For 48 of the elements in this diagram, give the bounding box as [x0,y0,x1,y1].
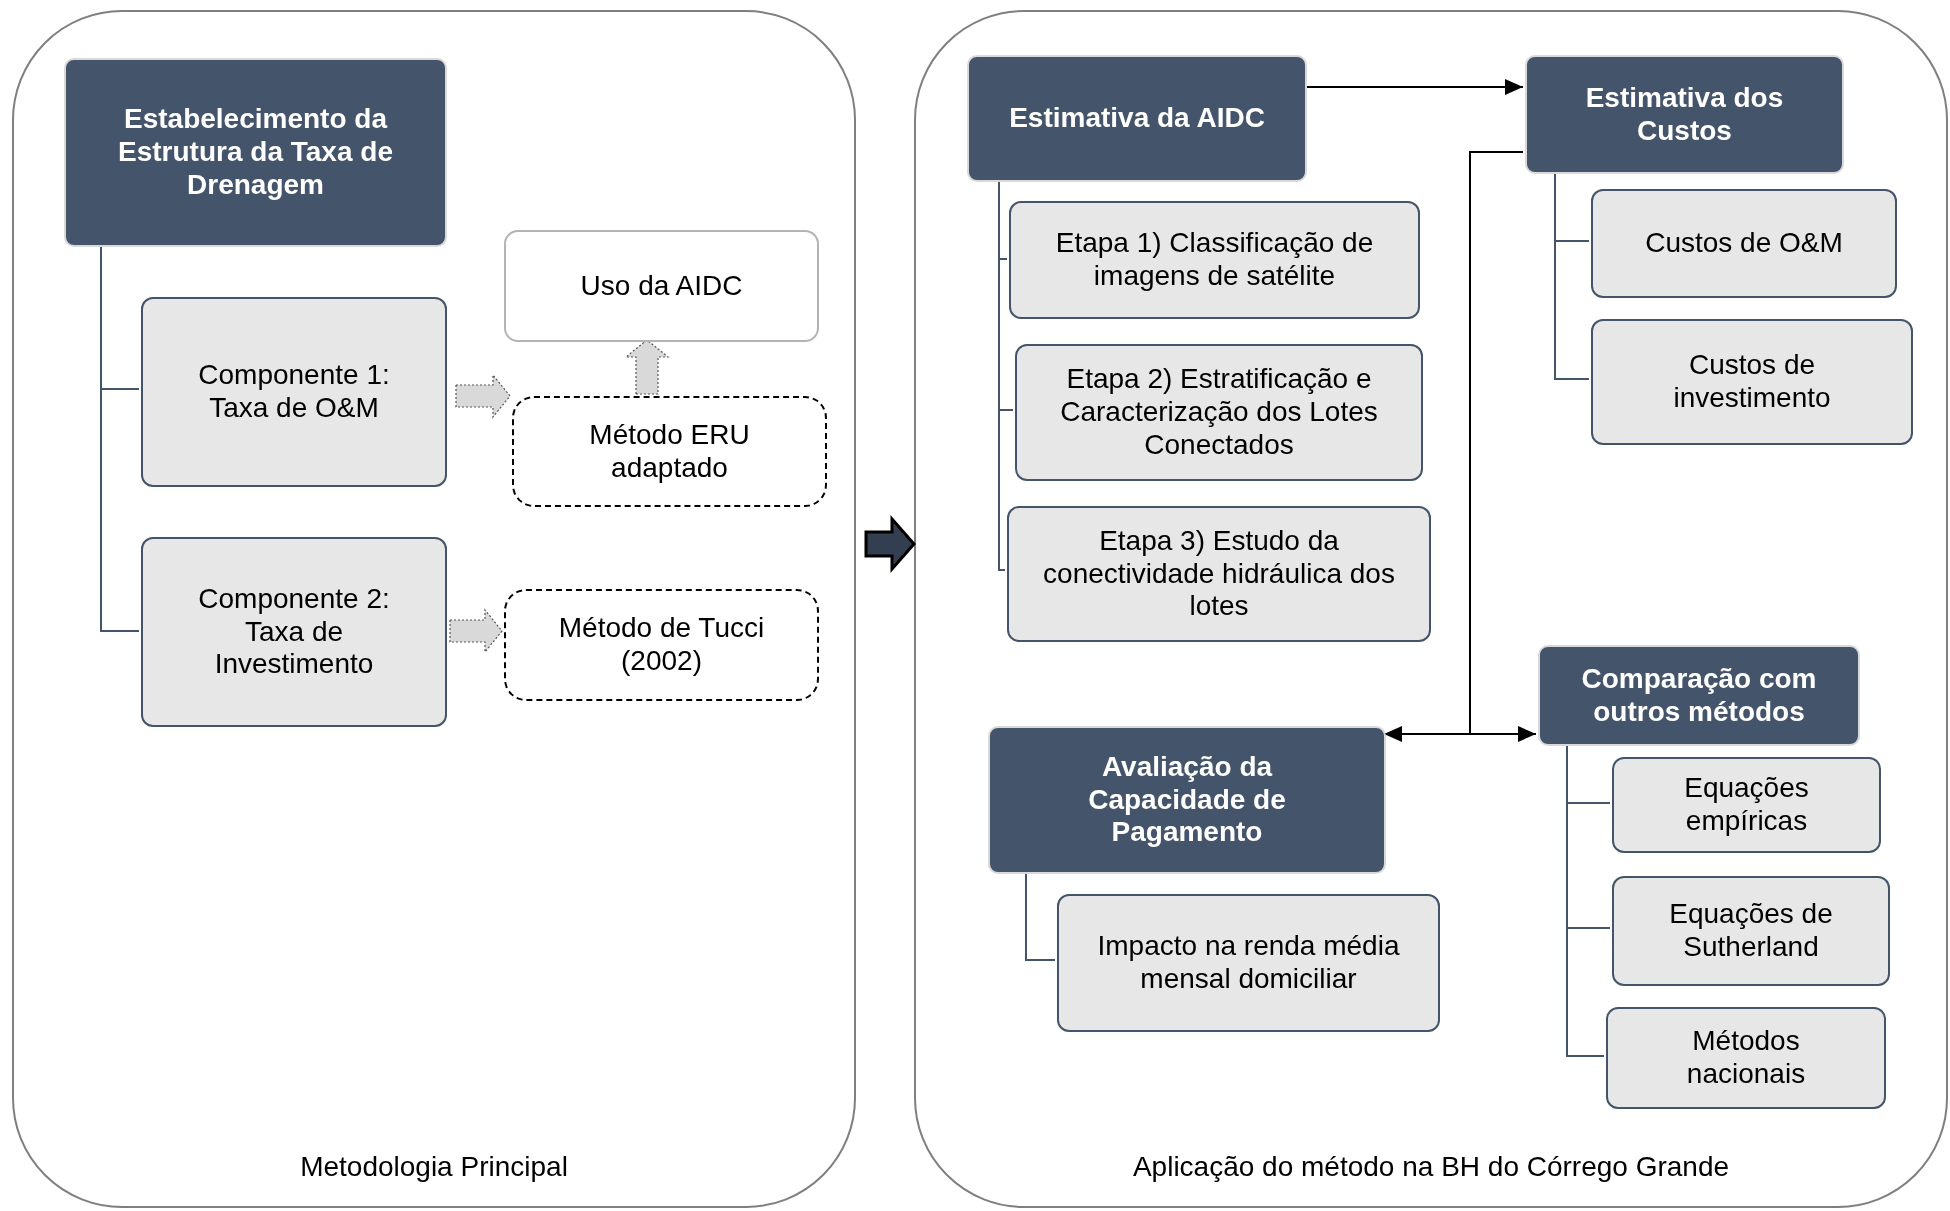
panel-caption: Aplicação do método na BH do Córrego Grande [1131,1151,1731,1184]
box-text: Equações de Sutherland [1668,898,1834,964]
result-box [504,230,819,342]
box-text: Etapa 3) Estudo da conectividade hidráulica dos lotes [1042,524,1396,624]
arrow [1469,151,1537,742]
dashed-box [504,589,819,701]
process-box [141,297,447,487]
heading-box [988,726,1386,874]
dashed-box [512,396,827,507]
box-text: Método de Tucci (2002) [557,612,766,678]
block-arrow [455,373,511,419]
box-text: Estabelecimento da Estrutura da Taxa de Drenagem [117,103,394,202]
box-text: Custos de investimento [1672,349,1832,415]
heading-box [1538,645,1860,746]
box-text: Avaliação da Capacidade de Pagamento [1087,750,1287,850]
heading-box [1525,55,1844,174]
box-text: Etapa 2) Estratificação e Caracterização dos Lotes Conectados [1059,363,1379,462]
box-text: Uso da AIDC [580,269,743,303]
box-text: Componente 1: Taxa de O&M [197,359,391,425]
box-text: Equações empíricas [1683,772,1810,838]
heading-box [967,55,1307,182]
process-box [1591,189,1897,298]
box-text: Impacto na renda média mensal domiciliar [1096,930,1401,996]
process-box [1057,894,1440,1032]
box-text: Estimativa da AIDC [1009,102,1265,135]
rounded-panel [914,10,1948,1208]
process-box [1612,876,1890,986]
box-text: Estimativa dos Custos [1584,81,1785,148]
box-text: Comparação com outros métodos [1580,662,1818,729]
panel-caption: Metodologia Principal [299,1151,569,1184]
box-text: Métodos nacionais [1685,1025,1807,1091]
heading-box [64,58,447,247]
rounded-panel [12,10,856,1208]
connector-line [1025,871,1056,961]
process-box [1007,506,1431,642]
box-text: Método ERU adaptado [588,418,751,485]
process-box [141,537,447,727]
process-box [1612,757,1881,853]
process-box [1009,201,1420,319]
block-arrow [864,515,916,573]
process-box [1591,319,1913,445]
block-arrow [449,608,503,654]
process-box [1015,344,1423,481]
process-box [1606,1007,1886,1109]
box-text: Componente 2: Taxa de Investimento [197,582,391,682]
box-text: Custos de O&M [1645,227,1843,260]
box-text: Etapa 1) Classificação de imagens de satélite [1054,227,1375,293]
block-arrow [624,339,670,395]
